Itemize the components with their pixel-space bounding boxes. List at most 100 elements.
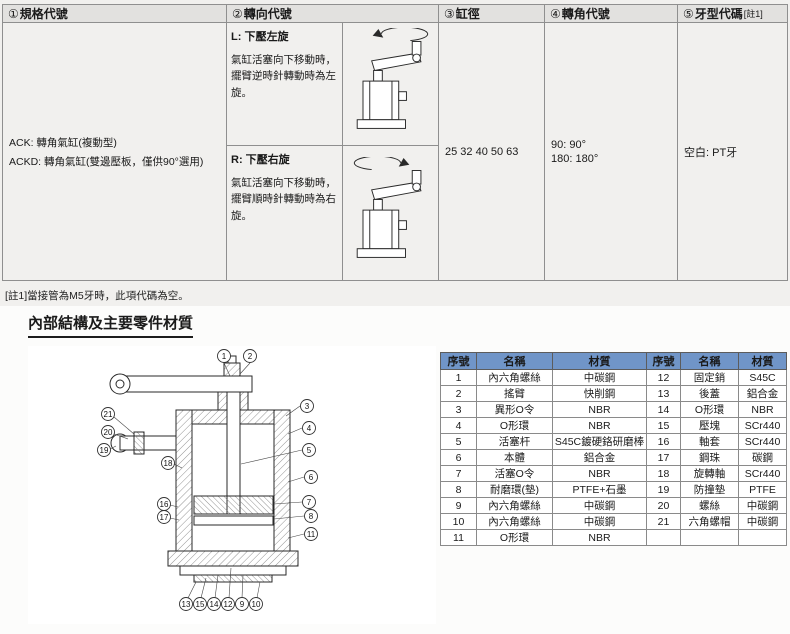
callout-4: 4 — [287, 421, 316, 435]
parts-header-name-right: 名稱 — [680, 352, 739, 370]
parts-cell: O形環 — [476, 529, 553, 546]
parts-header-name-left: 名稱 — [476, 352, 553, 370]
parts-header-material-right: 材質 — [738, 352, 787, 370]
spec-header-label: 規格代號 — [19, 7, 68, 21]
parts-cell: NBR — [552, 529, 647, 546]
callout-9: 9 — [235, 574, 249, 611]
svg-text:19: 19 — [100, 446, 109, 455]
bore-sizes: 25 32 40 50 63 — [445, 145, 519, 158]
parts-cell: 內六角螺絲 — [476, 497, 553, 514]
callout-11: 11 — [287, 527, 318, 541]
parts-cell: 活塞杆 — [476, 433, 553, 450]
spec-header-3: ③ 缸徑 — [439, 5, 544, 23]
svg-text:9: 9 — [240, 600, 245, 609]
parts-cell: 旋轉軸 — [680, 465, 739, 482]
callout-16: 16 — [157, 497, 179, 511]
parts-cell — [680, 529, 739, 546]
parts-cell: 後蓋 — [680, 385, 739, 402]
spec-header-5: ⑤ 牙型代碼 [註1] — [678, 5, 787, 23]
callout-8: 8 — [273, 509, 318, 523]
parts-cell: 18 — [646, 465, 681, 482]
callout-10: 10 — [249, 581, 263, 611]
circled-number-3: ③ — [444, 6, 455, 21]
callout-18: 18 — [161, 456, 183, 470]
parts-cell: S45C鍍硬鉻研磨棒 — [552, 433, 647, 450]
parts-cell: 碳鋼 — [738, 449, 787, 466]
thread-cell: 空白: PT牙 — [678, 23, 787, 280]
parts-cell: 2 — [440, 385, 477, 402]
parts-cell: O形環 — [476, 417, 553, 434]
callout-1: 1 — [217, 349, 231, 377]
parts-cell: 9 — [440, 497, 477, 514]
parts-cell: 耐磨環(墊) — [476, 481, 553, 498]
angle-code-180: 180: 180° — [551, 152, 599, 165]
parts-cell: 快削鋼 — [552, 385, 647, 402]
callout-5: 5 — [240, 443, 316, 465]
parts-cell: 21 — [646, 513, 681, 530]
svg-text:10: 10 — [252, 600, 261, 609]
parts-cell: 10 — [440, 513, 477, 530]
svg-text:15: 15 — [196, 600, 205, 609]
angle-code-90: 90: 90° — [551, 138, 586, 151]
parts-cell: 螺絲 — [680, 497, 739, 514]
parts-cell: 異形O令 — [476, 401, 553, 418]
parts-cell: 活塞O令 — [476, 465, 553, 482]
callout-20: 20 — [101, 425, 129, 440]
parts-cell: 中碳鋼 — [552, 369, 647, 386]
spec-codes-cell: ACK: 轉角氣缸(複動型) ACKD: 轉角氣缸(雙邊壓板，僅供90°選用) — [3, 23, 226, 280]
circled-number-5: ⑤ — [683, 6, 694, 21]
svg-text:5: 5 — [307, 446, 312, 455]
callouts: 1 2 3 4 5 6 7 8 11 21 20 19 18 16 17 13 … — [97, 349, 318, 611]
callout-7: 7 — [273, 495, 316, 509]
parts-cell: 8 — [440, 481, 477, 498]
svg-text:4: 4 — [307, 424, 312, 433]
direction-row-right: R: 下壓右旋 氣缸活塞向下移動時， 擺臂順時針轉動時為右旋。 — [227, 146, 438, 280]
parts-header-row: 序號 名稱 材質 序號 名稱 材質 — [440, 352, 787, 370]
parts-cell: SCr440 — [738, 433, 787, 450]
callout-13: 13 — [179, 581, 197, 611]
parts-cell — [646, 529, 681, 546]
callout-3: 3 — [285, 399, 314, 417]
callout-19: 19 — [97, 443, 117, 457]
svg-text:13: 13 — [182, 600, 191, 609]
svg-text:17: 17 — [160, 513, 169, 522]
ccw-arrowhead-icon — [372, 28, 383, 38]
spec-column-thread: ⑤ 牙型代碼 [註1] 空白: PT牙 — [678, 5, 787, 280]
piston — [193, 495, 274, 526]
svg-text:11: 11 — [307, 530, 316, 539]
parts-cell: 20 — [646, 497, 681, 514]
circled-number-4: ④ — [550, 6, 561, 21]
parts-cell: 16 — [646, 433, 681, 450]
callout-6: 6 — [287, 470, 318, 484]
spec-header-label: 缸徑 — [455, 7, 480, 21]
bore-cell: 25 32 40 50 63 — [439, 23, 544, 280]
parts-cell: 內六角螺絲 — [476, 369, 553, 386]
spec-header-label: 轉角代號 — [561, 7, 610, 21]
direction-left-title: L: 下壓左旋 — [231, 31, 289, 43]
direction-cell: L: 下壓左旋 氣缸活塞向下移動時， 擺臂逆時針轉動時為左旋。 — [227, 23, 438, 280]
direction-left-drawing-cell — [343, 23, 438, 145]
parts-cell: 15 — [646, 417, 681, 434]
svg-text:14: 14 — [210, 600, 219, 609]
direction-left-desc2: 擺臂逆時針轉動時為左旋。 — [231, 70, 336, 99]
swing-arm — [109, 355, 253, 395]
svg-text:16: 16 — [160, 500, 169, 509]
parts-cell: 防撞墊 — [680, 481, 739, 498]
parts-header-no-right: 序號 — [646, 352, 681, 370]
svg-text:2: 2 — [248, 352, 253, 361]
parts-cell — [738, 529, 787, 546]
parts-cell: PTFE+石墨 — [552, 481, 647, 498]
parts-cell: O形環 — [680, 401, 739, 418]
parts-cell: 搖臂 — [476, 385, 553, 402]
spec-header-label: 轉向代號 — [243, 7, 292, 21]
svg-text:20: 20 — [104, 428, 113, 437]
direction-left-text: L: 下壓左旋 氣缸活塞向下移動時， 擺臂逆時針轉動時為左旋。 — [227, 23, 343, 145]
direction-row-left: L: 下壓左旋 氣缸活塞向下移動時， 擺臂逆時針轉動時為左旋。 — [227, 23, 438, 146]
spec-header-2: ② 轉向代號 — [227, 5, 438, 23]
